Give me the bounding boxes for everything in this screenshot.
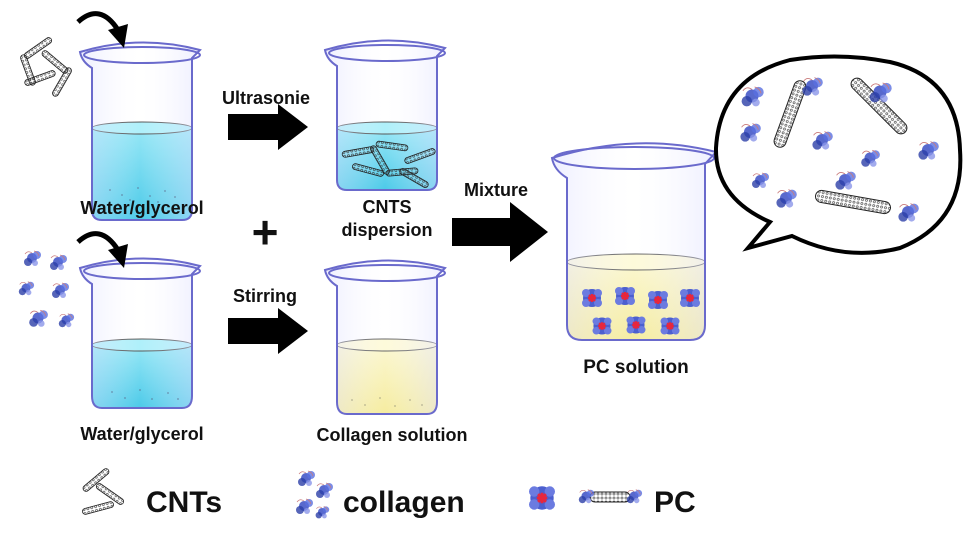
label-pc-solution: PC solution [583, 357, 689, 378]
beaker-water-top [78, 41, 202, 221]
legend-cnts-label: CNTs [146, 486, 222, 519]
legend-collagen-label: collagen [343, 486, 465, 519]
plus-sign: + [252, 206, 279, 258]
label-water-glycerol-bottom: Water/glycerol [80, 424, 203, 444]
label-ultrasonie: Ultrasonie [222, 88, 310, 108]
legend-collagen-icon [295, 470, 334, 519]
arrow-ultrasonie [228, 104, 308, 150]
legend-pc-icon [527, 484, 643, 512]
legend-cnts-icon [81, 467, 126, 516]
collagen-cluster-left [18, 250, 75, 328]
curved-arrow-bottom [76, 231, 128, 268]
label-dispersion: dispersion [341, 220, 432, 240]
curved-arrow-top [76, 11, 128, 48]
arrow-stirring [228, 308, 308, 354]
beaker-water-bottom [78, 257, 202, 409]
arrow-mixture [452, 202, 548, 262]
label-mixture: Mixture [464, 180, 528, 200]
beaker-collagen-solution [323, 259, 447, 415]
label-collagen-solution: Collagen solution [317, 425, 468, 445]
zoom-bubble [713, 54, 963, 255]
legend: CNTs collagen PC [81, 467, 696, 519]
beaker-pc-solution [550, 142, 718, 341]
label-stirring: Stirring [233, 286, 297, 306]
label-water-glycerol-top: Water/glycerol [80, 198, 203, 218]
legend-pc-label: PC [654, 486, 696, 519]
bubble-cnt-tubes [773, 77, 908, 215]
label-cnts: CNTS [363, 197, 412, 217]
beaker-cnts-dispersion [323, 39, 447, 191]
cnts-cluster-top [19, 35, 73, 98]
